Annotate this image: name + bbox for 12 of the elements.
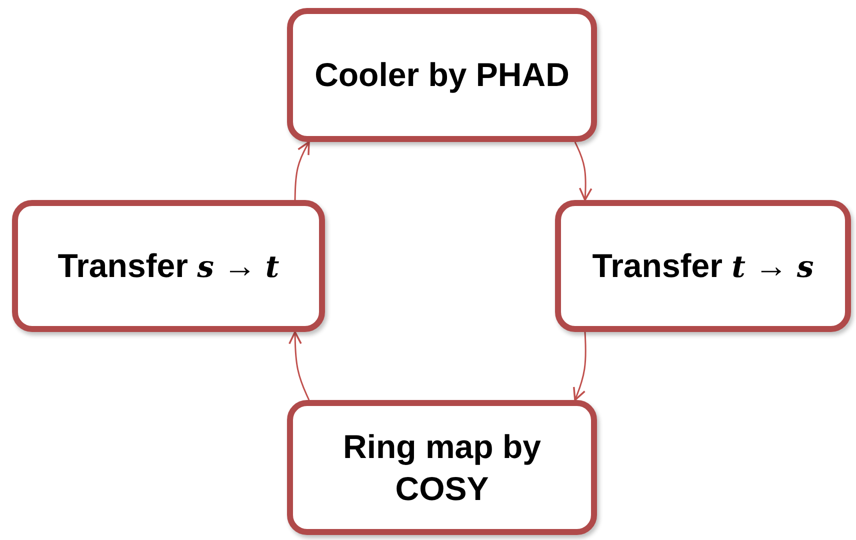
arrow [574,142,592,201]
arrow [573,332,586,401]
box-label: Cooler by PHAD [314,55,570,96]
arrow [294,141,310,200]
rounded-box [287,400,597,535]
rounded-box [12,200,325,332]
box-label: Ring map by COSY [342,427,542,508]
arrow [288,331,310,400]
rounded-box [287,8,597,142]
rounded-box [555,200,851,332]
box-label: Transfer s → t [56,246,280,287]
box-label: Transfer t → s [591,246,815,287]
